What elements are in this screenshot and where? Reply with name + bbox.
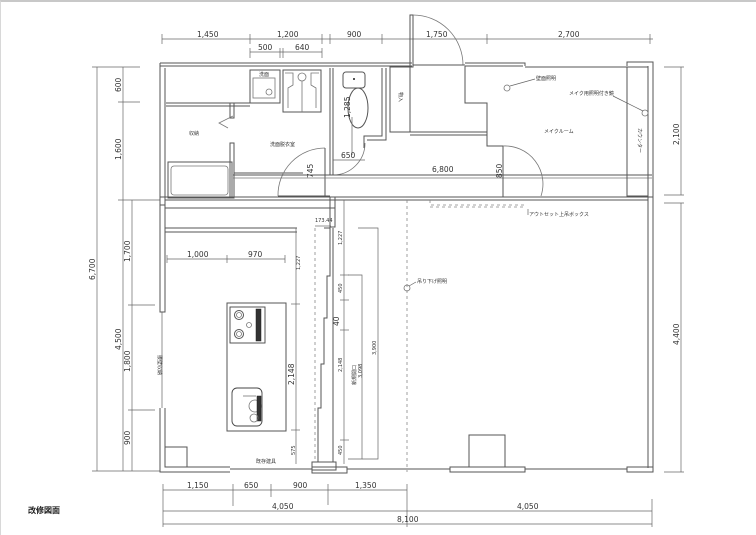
dim-top-5: 2,700 (558, 30, 580, 39)
label-washroom: 洗面脱衣室 (270, 141, 295, 148)
dim-left-900: 900 (123, 430, 132, 445)
label-kitchen-fixture: 既存建具 (256, 458, 276, 465)
dim-1227a: 1,227 (296, 256, 302, 270)
label-new-opening: 新規開口 (351, 365, 358, 385)
label-counter: カウンター (636, 128, 643, 153)
dim-top-sub-2: 640 (295, 43, 310, 52)
top-dimensions: 1,450 1,200 900 1,750 2,700 500 640 (161, 30, 653, 58)
toilet-room: 1,285 650 (329, 68, 387, 176)
label-wall-light: 壁面照明 (536, 75, 556, 82)
dim-kitchen-1000: 1,000 (187, 250, 209, 259)
washroom-area: 洗面 収納 洗面脱衣室 745 (166, 69, 330, 199)
dim-450b: 450 (338, 445, 344, 455)
dim-corridor-6800: 6,800 (432, 165, 454, 174)
dim-left-600: 600 (114, 77, 123, 92)
main-hall: 吊り下げ照明 (403, 200, 447, 472)
dim-bottom-1150: 1,150 (187, 481, 209, 490)
dim-bottom-1350: 1,350 (355, 481, 377, 490)
dim-top-2: 1,200 (277, 30, 299, 39)
dim-toilet-650: 650 (341, 151, 356, 160)
dim-top-sub-1: 500 (258, 43, 273, 52)
sink-icon (231, 387, 263, 427)
storage-niche: 物入 (389, 66, 487, 136)
label-makeup-mirror: メイク用照明付き鏡 (569, 90, 614, 97)
dim-toilet-1285: 1,285 (343, 96, 352, 118)
dim-door-745: 745 (306, 163, 315, 178)
dim-door-850: 850 (495, 163, 504, 178)
dim-2148a: 2,148 (287, 363, 296, 385)
dim-opening-3098: 3,098 (358, 364, 364, 378)
right-dimensions: 2,100 4,400 (664, 66, 684, 473)
dim-top-3: 900 (347, 30, 362, 39)
corridor: 6,800 850 (233, 66, 652, 197)
dim-top-1: 1,450 (197, 30, 219, 39)
label-wash-basin: 洗面 (259, 71, 269, 78)
dim-left-total: 6,700 (88, 258, 97, 280)
dim-top-4: 1,750 (426, 30, 448, 39)
entrance-door[interactable] (409, 14, 465, 68)
dim-bottom-4050b: 4,050 (517, 502, 539, 511)
dim-left-4500: 4,500 (114, 328, 123, 350)
bottom-dimensions: 1,150 650 900 1,350 4,050 4,050 8,100 (162, 481, 653, 527)
dim-173: 173.44 (315, 218, 333, 224)
label-kitchen-panel: 腰壁収納 (156, 355, 163, 375)
dim-450a: 450 (338, 283, 344, 293)
label-makeup-room: メイクルーム (544, 129, 574, 135)
kitchen-area: 1,000 970 腰壁収納 既存建具 1,227 2,148 575 (156, 228, 302, 465)
dim-bottom-900: 900 (293, 481, 308, 490)
label-ceiling-light: 吊り下げ照明 (417, 278, 447, 285)
dim-1227b: 1,227 (338, 231, 344, 245)
dim-bottom-4050a: 4,050 (272, 502, 294, 511)
kitchen-island (226, 302, 287, 432)
label-outlet-box: アウトセット上吊ボックス (529, 211, 589, 218)
dim-bottom-total: 8,100 (397, 515, 419, 524)
mid-wall: アウトセット上吊ボックス (159, 196, 653, 313)
dim-kitchen-970: 970 (248, 250, 263, 259)
label-storage: 物入 (397, 92, 404, 102)
dim-575: 575 (291, 445, 297, 455)
cooktop-icon (229, 306, 266, 344)
label-closet: 収納 (189, 130, 199, 137)
drawing-title: 改修図面 (28, 505, 60, 515)
makeup-room: メイクルーム カウンター 壁面照明 メイク用照明付き鏡 (503, 66, 649, 197)
dim-40: 40 (332, 316, 341, 326)
dim-left-1600: 1,600 (114, 138, 123, 160)
left-dimensions: 6,700 600 1,600 4,500 1,700 1,800 900 (88, 66, 160, 472)
partition-section: 173.44 1,227 450 40 2,148 450 新規開口 3,098… (311, 200, 379, 471)
dim-left-1800: 1,800 (123, 350, 132, 372)
dim-right-2100: 2,100 (672, 123, 681, 145)
dim-left-1700: 1,700 (123, 240, 132, 262)
dim-2148b: 2,148 (338, 358, 344, 372)
dim-right-4400: 4,400 (672, 323, 681, 345)
dim-bottom-650: 650 (244, 481, 259, 490)
dim-3900: 3,900 (372, 341, 378, 355)
